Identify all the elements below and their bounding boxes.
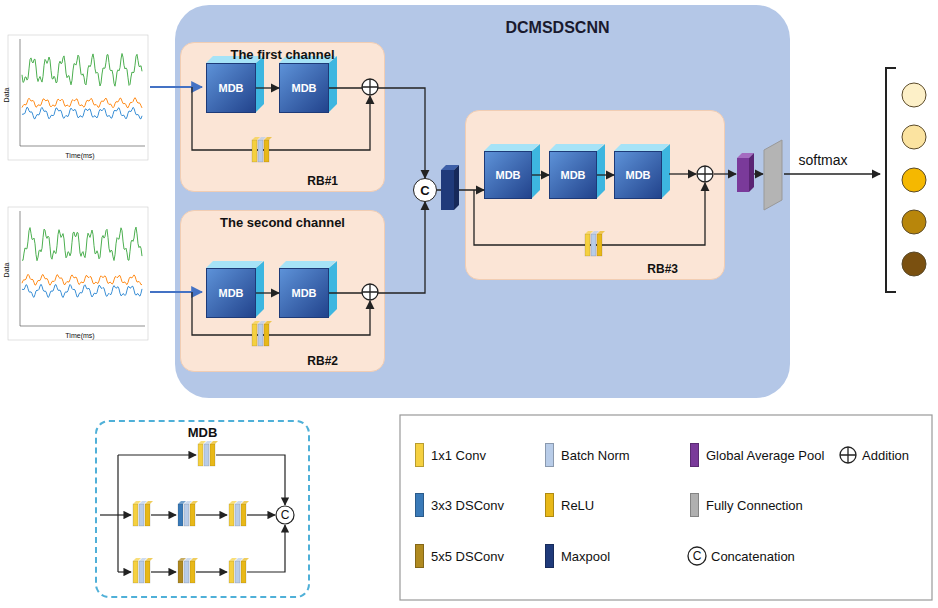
legend-swatch	[690, 443, 699, 467]
legend-swatch	[690, 493, 699, 517]
layer-stack	[252, 137, 272, 162]
node-title: The second channel	[220, 215, 345, 230]
concatenation-node: C	[413, 178, 437, 202]
legend-swatch	[415, 443, 424, 467]
block-label: MDB	[291, 287, 316, 299]
residual-block: The second channelRB#2 MDB MDB	[180, 210, 385, 372]
global-average-pool	[737, 153, 754, 192]
concat-symbol: C	[281, 508, 290, 522]
block-label: MDB	[560, 169, 585, 181]
connector-arrow	[597, 174, 614, 175]
concat-symbol: C	[693, 549, 702, 563]
mdb-detail-wiring	[100, 455, 294, 572]
block-label: MDB	[625, 169, 650, 181]
node-title: RB#1	[307, 174, 338, 188]
connector-arrow	[256, 87, 279, 88]
layer-stack	[133, 501, 153, 526]
residual-block: The first channelRB#1 MDB MDB	[180, 42, 385, 192]
legend-text: Fully Connection	[706, 498, 803, 513]
activation-label: softmax	[798, 152, 847, 168]
node-title: MDB	[188, 425, 218, 440]
mdb-block: MDB	[206, 268, 256, 318]
residual-line	[192, 292, 370, 335]
legend-swatch	[545, 493, 554, 517]
mdb-block: MDB	[549, 151, 597, 199]
layer-stack	[178, 558, 198, 583]
connector-arrow	[329, 88, 425, 178]
connector-arrow	[256, 292, 279, 293]
block-label: MDB	[218, 287, 243, 299]
residual-line	[192, 87, 370, 150]
node-title: RB#2	[307, 354, 338, 368]
node-title: The first channel	[230, 47, 334, 62]
output-bracket	[886, 68, 896, 292]
layer-stack	[585, 231, 605, 256]
legend-text: 5x5 DSConv	[431, 549, 504, 564]
block-label: MDB	[291, 82, 316, 94]
signal-chart	[8, 207, 148, 340]
layer-stack	[252, 321, 272, 346]
signal-chart	[8, 35, 148, 160]
legend-text: 1x1 Conv	[431, 448, 486, 463]
mdb-block: MDB	[279, 63, 329, 113]
mdb-block: MDB	[279, 268, 329, 318]
mdb-block: MDB	[206, 63, 256, 113]
wire	[714, 173, 736, 174]
layer-stack	[133, 558, 153, 583]
legend-text: Global Average Pool	[706, 448, 824, 463]
input-arrow	[150, 86, 202, 88]
maxpool-block	[441, 165, 459, 210]
layer-stack	[198, 441, 218, 466]
wire	[784, 173, 880, 174]
layer-stack	[229, 558, 249, 583]
layer-stack	[229, 501, 249, 526]
axis-label: Time(ms)	[65, 332, 94, 339]
legend-text: 3x3 DSConv	[431, 498, 504, 513]
legend-text: Maxpool	[561, 549, 610, 564]
axis-label: Data	[3, 263, 10, 278]
block-label: MDB	[495, 169, 520, 181]
legend-text: Batch Norm	[561, 448, 630, 463]
fully-connection	[764, 140, 782, 210]
legend-swatch	[545, 443, 554, 467]
layer-stack	[178, 501, 198, 526]
legend-text: Addition	[862, 448, 909, 463]
node-title: C	[420, 183, 429, 198]
legend-swatch	[545, 544, 554, 568]
connector-arrow	[329, 202, 425, 293]
legend-text: Concatenation	[711, 549, 795, 564]
legend-swatch	[415, 544, 424, 568]
addition-symbol	[362, 79, 713, 300]
legend-text: ReLU	[561, 498, 594, 513]
legend-frame	[400, 415, 932, 600]
legend-swatch	[415, 493, 424, 517]
axis-label: Time(ms)	[65, 152, 94, 159]
node-title: DCMSDSCNN	[506, 19, 610, 37]
input-arrow	[150, 291, 202, 293]
node-title: RB#3	[647, 262, 678, 276]
legend-symbols	[688, 447, 856, 565]
wire	[669, 173, 696, 174]
axis-label: Data	[3, 88, 10, 103]
mdb-block: MDB	[614, 151, 662, 199]
class-circles	[902, 83, 926, 276]
mdb-block: MDB	[484, 151, 532, 199]
connector-arrow	[532, 174, 549, 175]
block-label: MDB	[218, 82, 243, 94]
